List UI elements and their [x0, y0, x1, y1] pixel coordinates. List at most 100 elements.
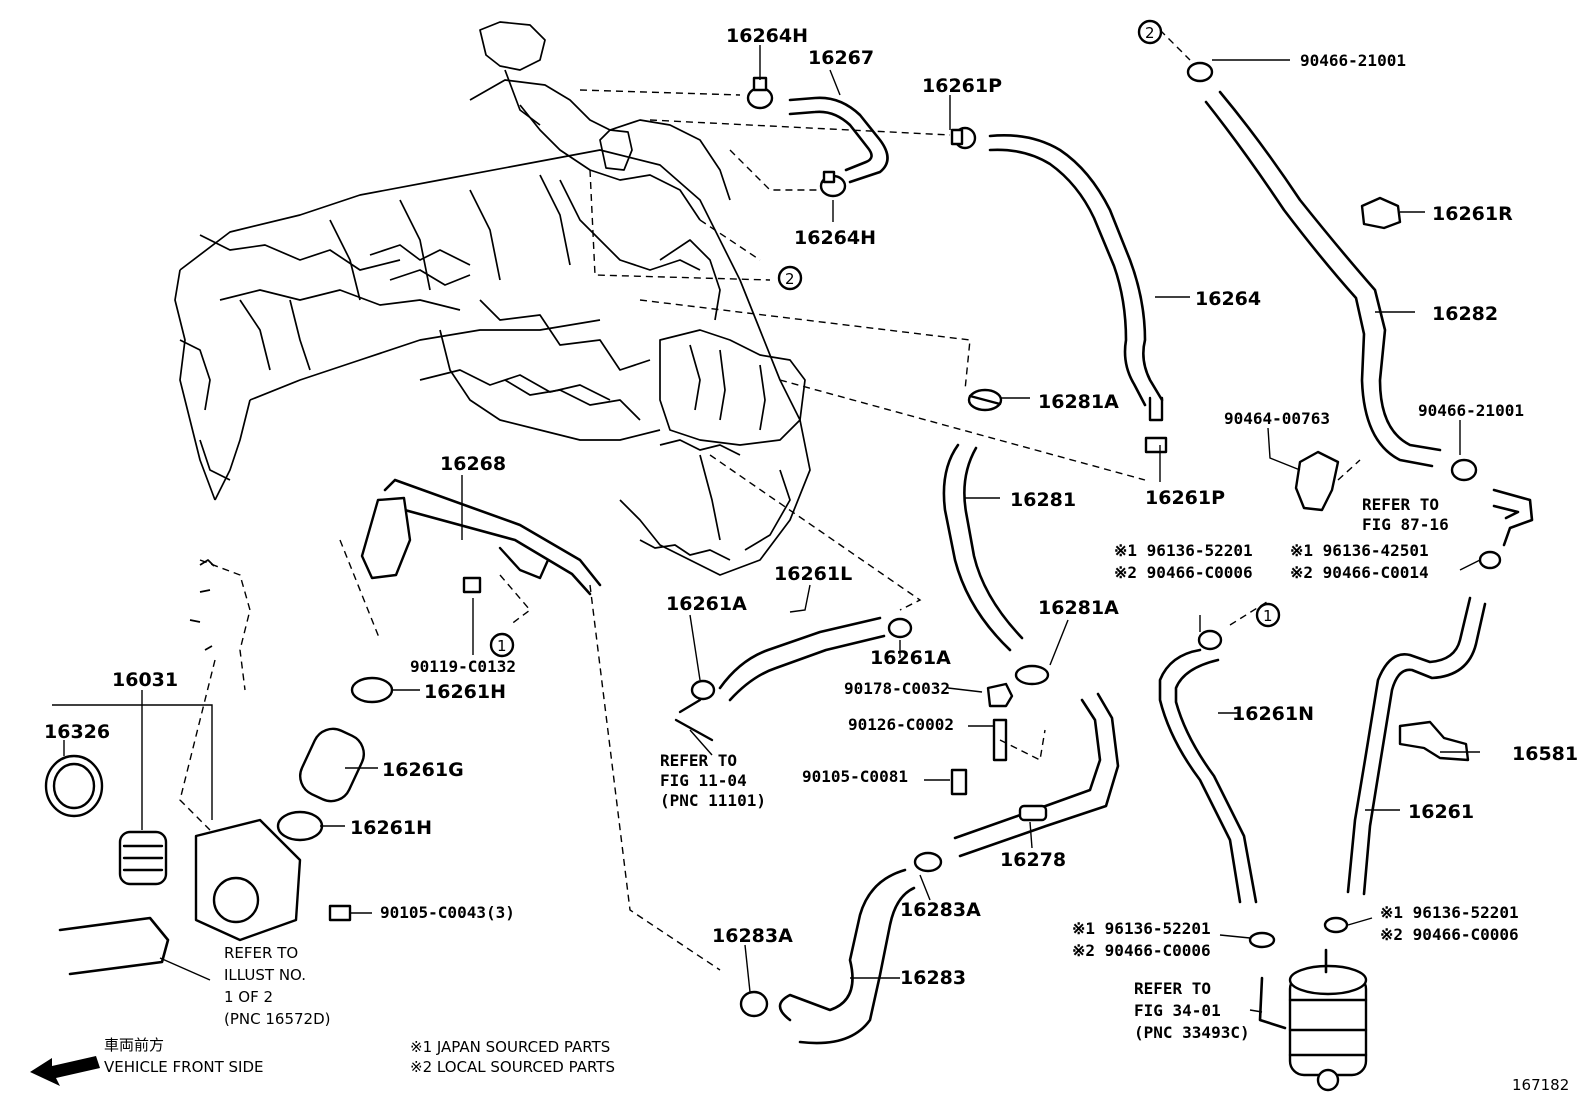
hose-16267-inner — [788, 110, 873, 172]
callout-16281A-bottom: 16281A — [1038, 597, 1119, 619]
figure-number: 167182 — [1512, 1076, 1569, 1094]
clamp-16261P-top — [950, 126, 977, 150]
callout-16282: 16282 — [1432, 303, 1498, 325]
hose-16261N — [1158, 648, 1242, 904]
callout-16261H-bottom: 16261H — [350, 817, 432, 839]
callout-16283A-right: 16283A — [900, 899, 981, 921]
ref-illust-line4: (PNC 16572D) — [224, 1010, 330, 1028]
marked-96136-52201-d: ※1 96136-52201 — [1380, 903, 1519, 922]
callout-90126-C0002: 90126-C0002 — [848, 715, 954, 734]
clamp-16261A-left — [690, 679, 716, 701]
callout-16261G: 16261G — [382, 759, 464, 781]
ref-illust-line3: 1 OF 2 — [224, 988, 273, 1006]
clamp-16261A-right — [887, 617, 913, 639]
svg-text:2: 2 — [785, 270, 795, 288]
clamp-16281A-top — [967, 388, 1003, 412]
clamp-16281A-bottom — [1014, 664, 1050, 686]
hose-16261G — [299, 727, 365, 803]
clamp-16261H-top — [350, 676, 394, 704]
clip-16581 — [1398, 720, 1470, 762]
hose-refer-illust — [58, 916, 170, 976]
callout-90178-C0032: 90178-C0032 — [844, 679, 950, 698]
ref-fig34-line2: FIG 34-01 — [1134, 1001, 1221, 1020]
pipe-elbow-right — [1492, 488, 1534, 547]
engine-block-outline — [174, 21, 811, 691]
bolt-90105-C0043 — [328, 904, 352, 922]
bracket-16268 — [360, 496, 412, 580]
callout-16283A-left: 16283A — [712, 925, 793, 947]
leader-lines — [52, 45, 1481, 1013]
callout-90466-21001-mid: 90466-21001 — [1418, 401, 1524, 420]
circled-marker-2-mid: 2 — [777, 265, 803, 291]
front-direction-legend: 車両前方 VEHICLE FRONT SIDE — [30, 1036, 264, 1086]
callout-16261A-left: 16261A — [666, 593, 747, 615]
bolt-90119-C0132 — [462, 576, 482, 594]
front-label-en: VEHICLE FRONT SIDE — [104, 1058, 264, 1076]
marked-90466-C0014-b: ※2 90466-C0014 — [1290, 563, 1429, 582]
callout-16281A-top: 16281A — [1038, 391, 1119, 413]
callout-16031: 16031 — [112, 669, 178, 691]
callout-16261P-bottom: 16261P — [1145, 487, 1225, 509]
ref-fig11-line1: REFER TO — [660, 751, 737, 770]
callout-16264: 16264 — [1195, 288, 1261, 310]
clamp-96136-52201-a — [1197, 629, 1223, 651]
bolt-90105-C0081 — [950, 768, 968, 796]
gasket-16326 — [44, 754, 104, 818]
clamp-90466-21001-mid — [1450, 458, 1478, 482]
pipe-stub-fig11 — [674, 698, 714, 742]
callout-16261: 16261 — [1408, 801, 1474, 823]
clamp-96136-42501 — [1478, 550, 1502, 570]
pipe-16268 — [383, 478, 602, 587]
note-japan-sourced: ※1 JAPAN SOURCED PARTS — [410, 1038, 610, 1056]
ref-illust-line2: ILLUST NO. — [224, 966, 306, 984]
front-arrow-icon — [30, 1056, 100, 1086]
hose-16261L — [718, 616, 882, 690]
ref-fig11-line3: (PNC 11101) — [660, 791, 766, 810]
callout-16261N: 16261N — [1232, 703, 1314, 725]
dashed-connection-lines — [179, 29, 1361, 971]
front-label-jp: 車両前方 — [104, 1036, 164, 1054]
ref-fig11-line2: FIG 11-04 — [660, 771, 747, 790]
hose-16282-inner — [1204, 100, 1434, 468]
fitting-16278 — [1018, 804, 1048, 822]
clamp-96136-52201-c — [1248, 931, 1276, 949]
ref-fig34-line1: REFER TO — [1134, 979, 1211, 998]
marked-96136-42501-b: ※1 96136-42501 — [1290, 541, 1429, 560]
note-local-sourced: ※2 LOCAL SOURCED PARTS — [410, 1058, 615, 1076]
hose-16261-inner — [1362, 602, 1487, 896]
marked-90466-C0006-a: ※2 90466-C0006 — [1114, 563, 1253, 582]
svg-text:2: 2 — [1145, 24, 1155, 42]
callout-16267: 16267 — [808, 47, 874, 69]
clamp-16283A-left — [739, 990, 769, 1018]
clip-16261R — [1360, 196, 1402, 230]
callout-16261A-right: 16261A — [870, 647, 951, 669]
callout-16326: 16326 — [44, 721, 110, 743]
hose-16267 — [788, 96, 889, 184]
callout-16268: 16268 — [440, 453, 506, 475]
callout-16264H-bottom: 16264H — [794, 227, 876, 249]
marked-96136-52201-c: ※1 96136-52201 — [1072, 919, 1211, 938]
callout-16283: 16283 — [900, 967, 966, 989]
callout-16261L: 16261L — [774, 563, 852, 585]
svg-text:1: 1 — [1263, 607, 1273, 625]
clamp-16264H-top — [746, 76, 774, 110]
callout-90105-C0081: 90105-C0081 — [802, 767, 908, 786]
circled-marker-1-right: 1 — [1255, 602, 1281, 628]
callout-90466-21001-top: 90466-21001 — [1300, 51, 1406, 70]
reference-notes: REFER TO FIG 87-16 REFER TO FIG 11-04 (P… — [224, 495, 1449, 1042]
hose-16264 — [988, 134, 1164, 402]
ref-fig87-line1: REFER TO — [1362, 495, 1439, 514]
hose-16261 — [1346, 596, 1472, 894]
circled-marker-2-top: 2 — [1137, 19, 1163, 45]
clamp-16264H-bottom — [819, 170, 847, 198]
sourcing-notes: ※1 JAPAN SOURCED PARTS ※2 LOCAL SOURCED … — [410, 1038, 615, 1076]
clamp-90466-21001-top — [1186, 61, 1214, 83]
ref-fig87-line2: FIG 87-16 — [1362, 515, 1449, 534]
callout-16261R: 16261R — [1432, 203, 1513, 225]
callout-90105-C0043: 90105-C0043(3) — [380, 903, 515, 922]
callout-16581: 16581 — [1512, 743, 1578, 765]
clamp-16261H-bottom — [276, 810, 324, 842]
oil-cooler — [1258, 948, 1368, 1092]
svg-text:1: 1 — [497, 637, 507, 655]
